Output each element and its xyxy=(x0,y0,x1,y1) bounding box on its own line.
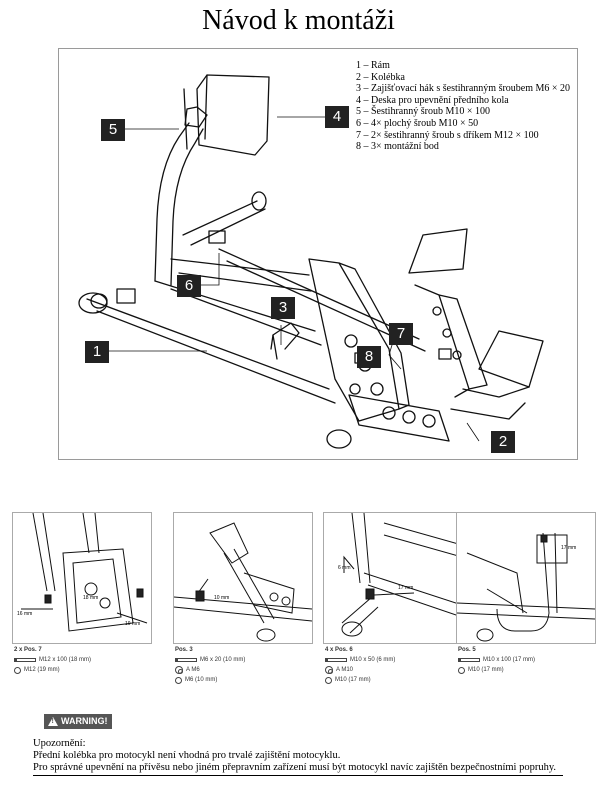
washer-icon xyxy=(175,666,183,674)
warning-label: WARNING! xyxy=(61,716,108,726)
spec-row: M6 (10 mm) xyxy=(185,677,218,683)
frame-drawing xyxy=(78,74,544,449)
main-assembly-figure: 1 – Rám 2 – Kolébka 3 – Zajišťovací hák … xyxy=(58,48,578,460)
spec-row: A M10 xyxy=(336,667,354,673)
legend-item: 2 – Kolébka xyxy=(356,71,405,83)
detail-drawing-4: 17 mm xyxy=(457,532,595,642)
callout-8: 8 xyxy=(357,346,381,368)
legend-item: 7 – 2× šestihranný šroub s dříkem M12 × … xyxy=(356,129,539,141)
callout-6: 6 xyxy=(177,275,201,297)
spec-pos-label: Pos. 3 xyxy=(175,647,193,653)
dim-label: 10 mm xyxy=(214,595,229,601)
nut-icon xyxy=(325,676,332,684)
legend-item: 1 – Rám xyxy=(356,60,390,71)
detail-panel-pos7: 16 mm 18 mm 19 mm xyxy=(12,512,152,644)
detail-panel-pos5: 17 mm xyxy=(456,512,596,644)
spec-row: M10 (17 mm) xyxy=(335,677,371,683)
dim-label: 6 mm xyxy=(338,565,351,571)
spec-pos5: Pos. 5 M10 x 100 (17 mm) M10 (17 mm) xyxy=(458,646,535,674)
bolt-icon xyxy=(458,658,480,662)
spec-pos7: 2 x Pos. 7 M12 x 100 (18 mm) M12 (19 mm) xyxy=(14,646,91,674)
spec-pos3: Pos. 3 M6 x 20 (10 mm) A M6 M6 (10 mm) xyxy=(175,646,245,684)
bolt-icon xyxy=(14,658,36,662)
callout-7: 7 xyxy=(389,323,413,345)
spec-row: M10 x 100 (17 mm) xyxy=(483,657,536,663)
safety-notes: Upozornění: Přední kolébka pro motocykl … xyxy=(33,738,573,776)
spec-pos-label: 2 x Pos. 7 xyxy=(14,647,42,653)
dim-label: 17 mm xyxy=(561,545,576,551)
dim-label: 16 mm xyxy=(17,611,32,617)
callout-3: 3 xyxy=(271,297,295,319)
spec-row: M10 x 50 (6 mm) xyxy=(350,657,396,663)
spec-row: A M6 xyxy=(186,667,200,673)
detail-panel-pos3: 10 mm xyxy=(173,512,313,644)
callout-5: 5 xyxy=(101,119,125,141)
dim-label: 18 mm xyxy=(83,595,98,601)
legend-item: 5 – Šestihranný šroub M10 × 100 xyxy=(356,106,490,118)
notes-line: Přední kolébka pro motocykl není vhodná … xyxy=(33,750,341,761)
warning-badge: WARNING! xyxy=(44,714,112,729)
parts-legend: 1 – Rám 2 – Kolébka 3 – Zajišťovací hák … xyxy=(356,60,576,153)
nut-icon xyxy=(175,676,182,684)
washer-icon xyxy=(325,666,333,674)
nut-icon xyxy=(14,666,21,674)
dim-label: 17 mm xyxy=(398,585,413,591)
spec-row: M10 (17 mm) xyxy=(468,667,504,673)
spec-pos6: 4 x Pos. 6 M10 x 50 (6 mm) A M10 M10 (17… xyxy=(325,646,395,684)
callout-1: 1 xyxy=(85,341,109,363)
legend-item: 3 – Zajišťovací hák s šestihranným šroub… xyxy=(356,83,571,95)
spec-row: M12 x 100 (18 mm) xyxy=(39,657,92,663)
legend-item: 6 – 4× plochý šroub M10 × 50 xyxy=(356,117,479,129)
page-title: Návod k montáži xyxy=(202,5,395,36)
detail-panel-pos6: 6 mm 17 mm xyxy=(323,512,463,644)
dim-label: 19 mm xyxy=(125,621,140,627)
detail-drawing-2: 10 mm xyxy=(174,522,312,642)
bolt-icon xyxy=(175,658,197,662)
notes-heading: Upozornění: xyxy=(33,738,86,749)
legend-item: 8 – 3× montážní bod xyxy=(356,141,439,153)
spec-row: M6 x 20 (10 mm) xyxy=(200,657,246,663)
nut-icon xyxy=(458,666,465,674)
callout-4: 4 xyxy=(325,106,349,128)
detail-drawing-1: 16 mm 18 mm 19 mm xyxy=(17,513,148,632)
detail-drawing-3: 6 mm 17 mm xyxy=(338,513,462,637)
notes-line: Pro správné upevnění na přívěsu nebo jin… xyxy=(33,762,563,776)
callout-2: 2 xyxy=(491,431,515,453)
spec-pos-label: 4 x Pos. 6 xyxy=(325,647,353,653)
spec-row: M12 (19 mm) xyxy=(24,667,60,673)
legend-item: 4 – Deska pro upevnění předního kola xyxy=(356,94,509,106)
warning-icon xyxy=(48,717,58,726)
bolt-icon xyxy=(325,658,347,662)
spec-pos-label: Pos. 5 xyxy=(458,647,476,653)
